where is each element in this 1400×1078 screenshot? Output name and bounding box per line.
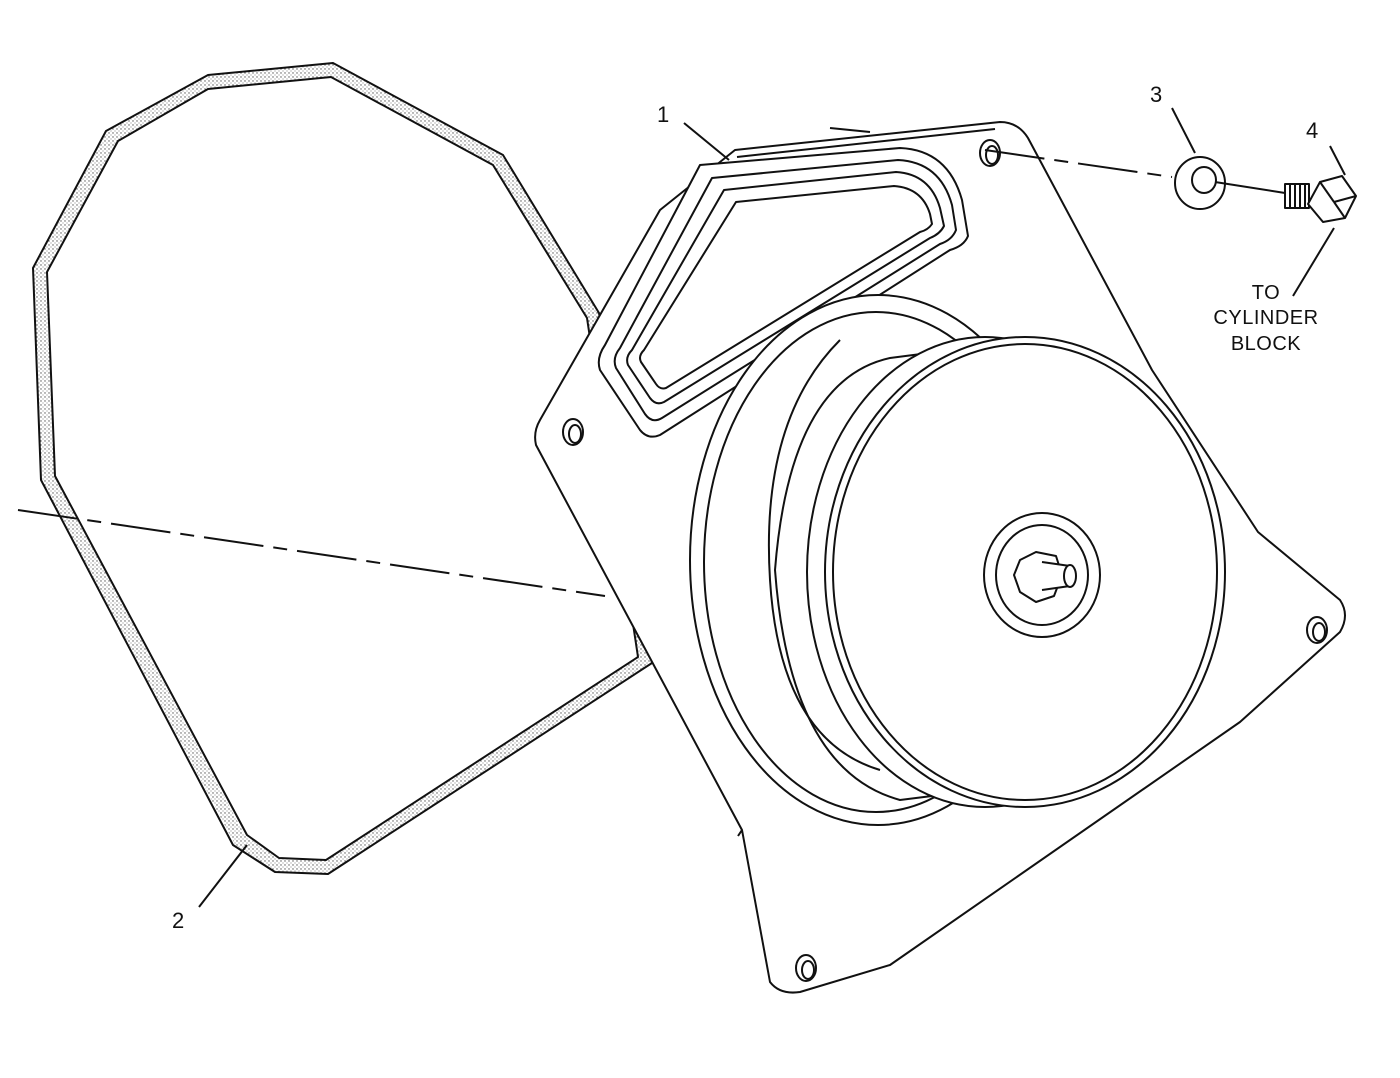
note-line-3: BLOCK [1231,333,1301,355]
assembly-centerlines [17,149,1286,597]
note-line-1: TO [1252,282,1280,304]
washer [1174,156,1226,210]
callout-4: 4 [1306,118,1318,143]
pump-housing [534,121,1346,994]
leader-lines [198,107,1346,908]
callout-1: 1 [657,102,669,127]
callout-2: 2 [172,908,184,933]
note-line-2: CYLINDER [1213,307,1318,329]
seal-ring [32,62,653,875]
callout-3: 3 [1150,82,1162,107]
hex-bolt [1284,175,1357,223]
pump-inlet-duct [597,147,969,438]
